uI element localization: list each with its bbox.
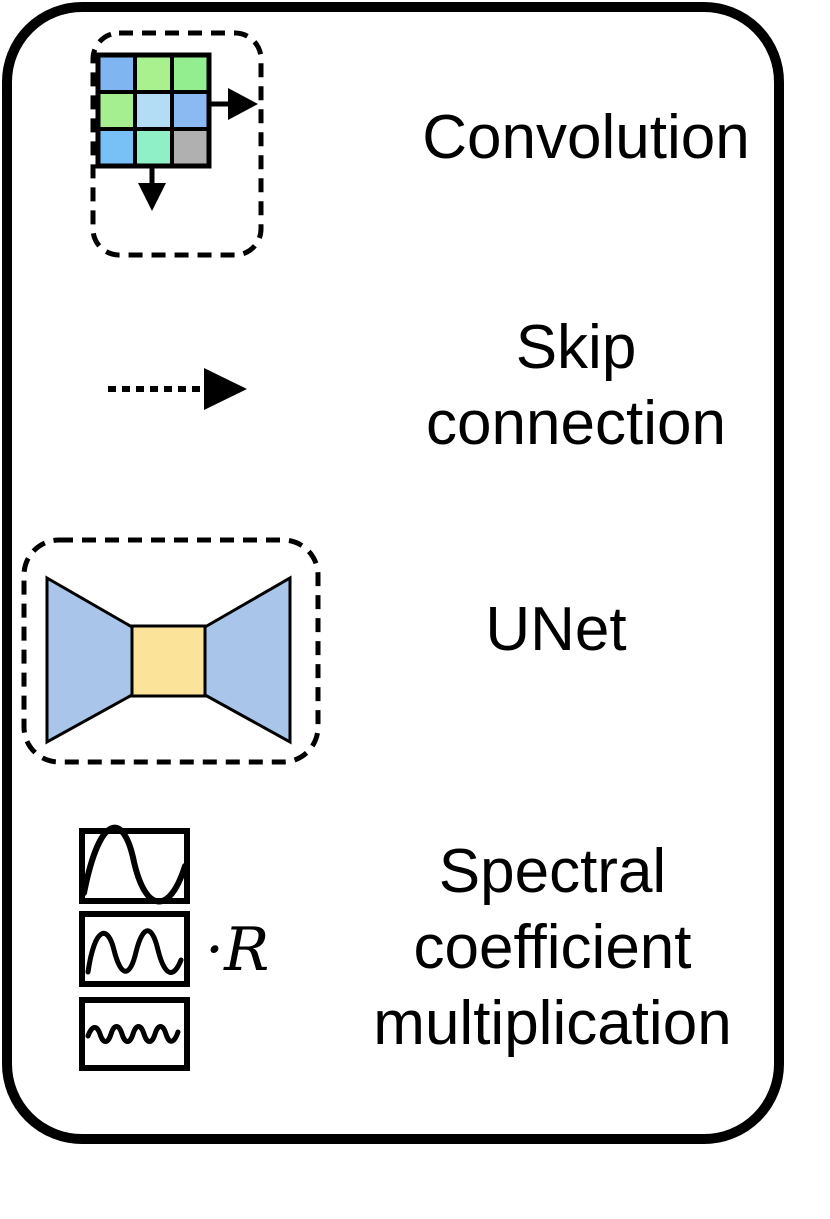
convolution-grid-cell [133,90,174,131]
unet-icon [21,537,321,765]
skip-connection-arrow-icon [108,368,247,410]
spectral-coefficient-label: Spectral coefficient multiplication [360,834,745,1062]
convolution-grid-cell [96,127,137,168]
wave-high-frequency-icon [79,997,190,1071]
convolution-kernel-grid [96,53,211,168]
wave-low-frequency-icon [79,824,190,905]
skip-connection-label: Skip connection [390,310,762,462]
convolution-grid-cell [170,127,211,168]
convolution-label-line: Convolution [422,103,750,172]
unet-encoder-trapezoid [45,575,134,745]
convolution-grid-cell [170,53,211,94]
unet-dashed-box [21,537,321,765]
spectral-label-line-1: Spectral [438,837,667,906]
convolution-grid-cell [170,90,211,131]
arrow-down-icon [138,166,166,211]
spectral-label-line-3: multiplication [373,989,732,1058]
convolution-grid-cell [96,90,137,131]
spectral-coefficient-icon: ·R [79,824,269,1071]
convolution-icon [90,30,264,258]
convolution-label: Convolution [400,100,772,176]
convolution-grid-cell [133,53,174,94]
unet-label-line: UNet [485,595,627,664]
unet-bottleneck-square [130,624,207,698]
unet-label: UNet [370,592,742,668]
convolution-dashed-box [90,30,264,258]
skip-connection-label-line-2: connection [426,389,726,458]
arrow-right-icon [209,88,258,120]
unet-decoder-trapezoid [203,575,292,745]
skip-connection-label-line-1: Skip [515,313,637,382]
spectral-label-line-2: coefficient [413,913,692,982]
legend-border [2,2,784,1144]
convolution-grid-cell [133,127,174,168]
spectral-factor-label: ·R [205,915,269,985]
wave-mid-frequency-icon [79,911,190,987]
convolution-grid-cell [96,53,137,94]
